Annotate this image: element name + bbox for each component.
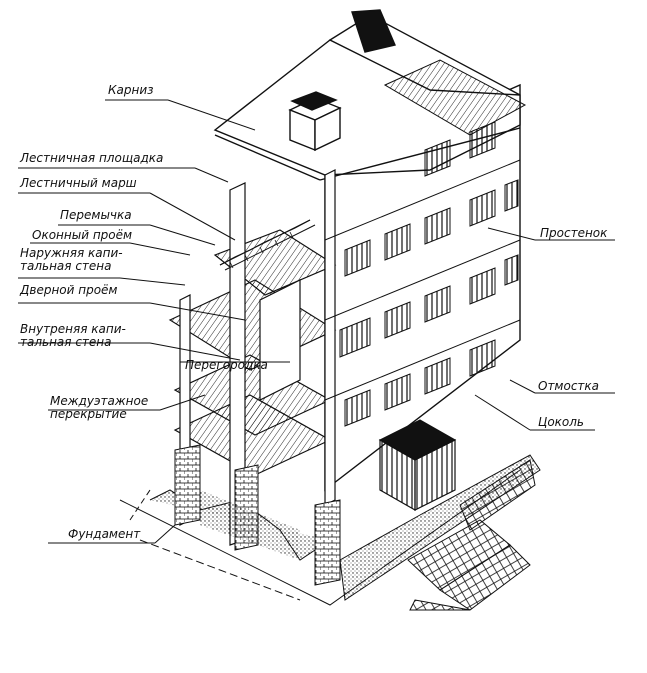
entrance-porch xyxy=(378,419,457,512)
building-body xyxy=(168,9,527,586)
label-inner-wall-line2: тальная стена xyxy=(20,335,112,349)
label-outer-wall-line1: Наружняя капи- xyxy=(20,246,123,260)
label-floor-slab-line2: перекрытие xyxy=(50,407,127,421)
label-inner-wall-line1: Внутреняя капи- xyxy=(20,322,126,336)
foundation-blocks xyxy=(174,444,341,586)
floor-slabs xyxy=(168,229,337,476)
chimney xyxy=(288,91,342,152)
label-partition: Перегородка xyxy=(185,358,268,372)
label-foundation: Фундамент xyxy=(68,527,141,541)
interior-walls xyxy=(179,169,336,546)
label-inner-load-bearing-wall: Внутреняя капи- тальная стена xyxy=(20,323,126,349)
windows xyxy=(339,121,519,427)
label-stair-flight: Лестничный марш xyxy=(20,176,137,190)
label-pier: Простенок xyxy=(540,226,608,240)
label-lintel: Перемычка xyxy=(60,208,132,222)
label-plinth: Цоколь xyxy=(538,415,584,429)
label-cornice: Карниз xyxy=(108,83,154,97)
foundation-soil xyxy=(200,490,300,560)
label-window-opening: Оконный проём xyxy=(32,228,133,242)
label-outer-wall-line2: тальная стена xyxy=(20,259,112,273)
facade-lines xyxy=(324,159,521,401)
label-floor-slab: Междуэтажное перекрытие xyxy=(50,395,148,421)
stair-flight xyxy=(219,219,316,271)
label-stair-landing: Лестничная площадка xyxy=(20,151,164,165)
label-outer-load-bearing-wall: Наружняя капи- тальная стена xyxy=(20,247,123,273)
label-blind-area: Отмостка xyxy=(538,379,600,393)
leader-lines xyxy=(18,99,615,544)
roof-tiles xyxy=(383,59,527,136)
label-door-opening: Дверной проём xyxy=(20,283,118,297)
label-floor-slab-line1: Междуэтажное xyxy=(50,394,149,408)
